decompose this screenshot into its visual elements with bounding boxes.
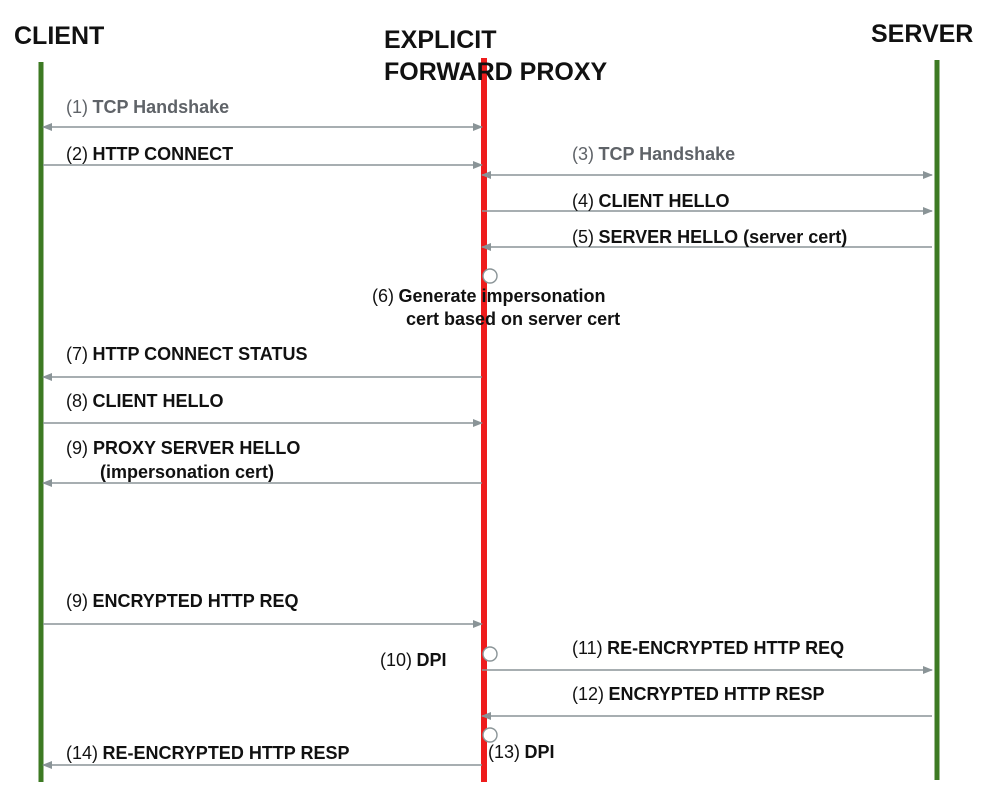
message-number: (6) xyxy=(372,286,394,306)
server-header: SERVER xyxy=(871,20,973,48)
message-label: CLIENT HELLO xyxy=(598,191,729,211)
message-label: ENCRYPTED HTTP RESP xyxy=(608,684,824,704)
message-label: Generate impersonation xyxy=(398,286,605,306)
message-text-8-line2: (impersonation cert) xyxy=(100,462,274,482)
message-number: (13) xyxy=(488,742,520,762)
message-number: (2) xyxy=(66,144,88,164)
message-label: PROXY SERVER HELLO xyxy=(93,438,300,458)
proxy-event-group: (6) Generate impersonation cert based on … xyxy=(372,268,620,762)
message-text-12: (14) RE-ENCRYPTED HTTP RESP xyxy=(66,743,350,763)
message-text-5: (5) SERVER HELLO (server cert) xyxy=(572,227,847,247)
proxy-event-text-1-line2: cert based on server cert xyxy=(406,309,620,329)
message-label: CLIENT HELLO xyxy=(92,391,223,411)
message-text-4: (4) CLIENT HELLO xyxy=(572,191,729,211)
message-number: (11) xyxy=(572,638,603,658)
message-number: (10) xyxy=(380,650,412,670)
message-label: cert based on server cert xyxy=(406,309,620,329)
proxy-event-marker-1 xyxy=(482,268,498,284)
proxy-event-marker-3 xyxy=(482,727,498,743)
message-label: SERVER HELLO (server cert) xyxy=(598,227,847,247)
proxy-header-line1: EXPLICIT xyxy=(384,26,497,54)
message-text-9: (9) ENCRYPTED HTTP REQ xyxy=(66,591,298,611)
message-label: RE-ENCRYPTED HTTP REQ xyxy=(607,638,844,658)
message-label: HTTP CONNECT STATUS xyxy=(92,344,307,364)
message-text-2: (2) HTTP CONNECT xyxy=(66,144,233,164)
message-number: (8) xyxy=(66,391,88,411)
message-label: DPI xyxy=(416,650,446,670)
message-number: (9) xyxy=(66,438,93,458)
message-label: TCP Handshake xyxy=(92,97,229,117)
message-label: TCP Handshake xyxy=(598,144,735,164)
message-number: (9) xyxy=(66,591,88,611)
message-text-8: (9) PROXY SERVER HELLO xyxy=(66,438,300,458)
message-label: RE-ENCRYPTED HTTP RESP xyxy=(102,743,349,763)
client-header: CLIENT xyxy=(14,22,104,50)
message-label: DPI xyxy=(524,742,554,762)
proxy-event-text-3: (13) DPI xyxy=(488,742,554,762)
proxy-header-line2: FORWARD PROXY xyxy=(384,58,607,86)
proxy-event-text-2: (10) DPI xyxy=(380,650,446,670)
message-text-3: (3) TCP Handshake xyxy=(572,144,735,164)
message-label: HTTP CONNECT xyxy=(92,144,233,164)
message-text-11: (12) ENCRYPTED HTTP RESP xyxy=(572,684,825,704)
message-label: ENCRYPTED HTTP REQ xyxy=(92,591,298,611)
message-group: (1) TCP Handshake (2) HTTP CONNECT (3) TCP… xyxy=(42,97,933,769)
message-label: (impersonation cert) xyxy=(100,462,274,482)
message-text-7: (8) CLIENT HELLO xyxy=(66,391,223,411)
message-number: (14) xyxy=(66,743,98,763)
message-number: (3) xyxy=(572,144,594,164)
message-number: (12) xyxy=(572,684,604,704)
message-text-1: (1) TCP Handshake xyxy=(66,97,229,117)
proxy-event-marker-2 xyxy=(482,646,498,662)
message-number: (4) xyxy=(572,191,594,211)
message-number: (1) xyxy=(66,97,88,117)
message-text-10: (11) RE-ENCRYPTED HTTP REQ xyxy=(572,638,844,658)
message-number: (7) xyxy=(66,344,88,364)
message-text-6: (7) HTTP CONNECT STATUS xyxy=(66,344,307,364)
proxy-event-text-1: (6) Generate impersonation xyxy=(372,286,606,306)
message-number: (5) xyxy=(572,227,594,247)
